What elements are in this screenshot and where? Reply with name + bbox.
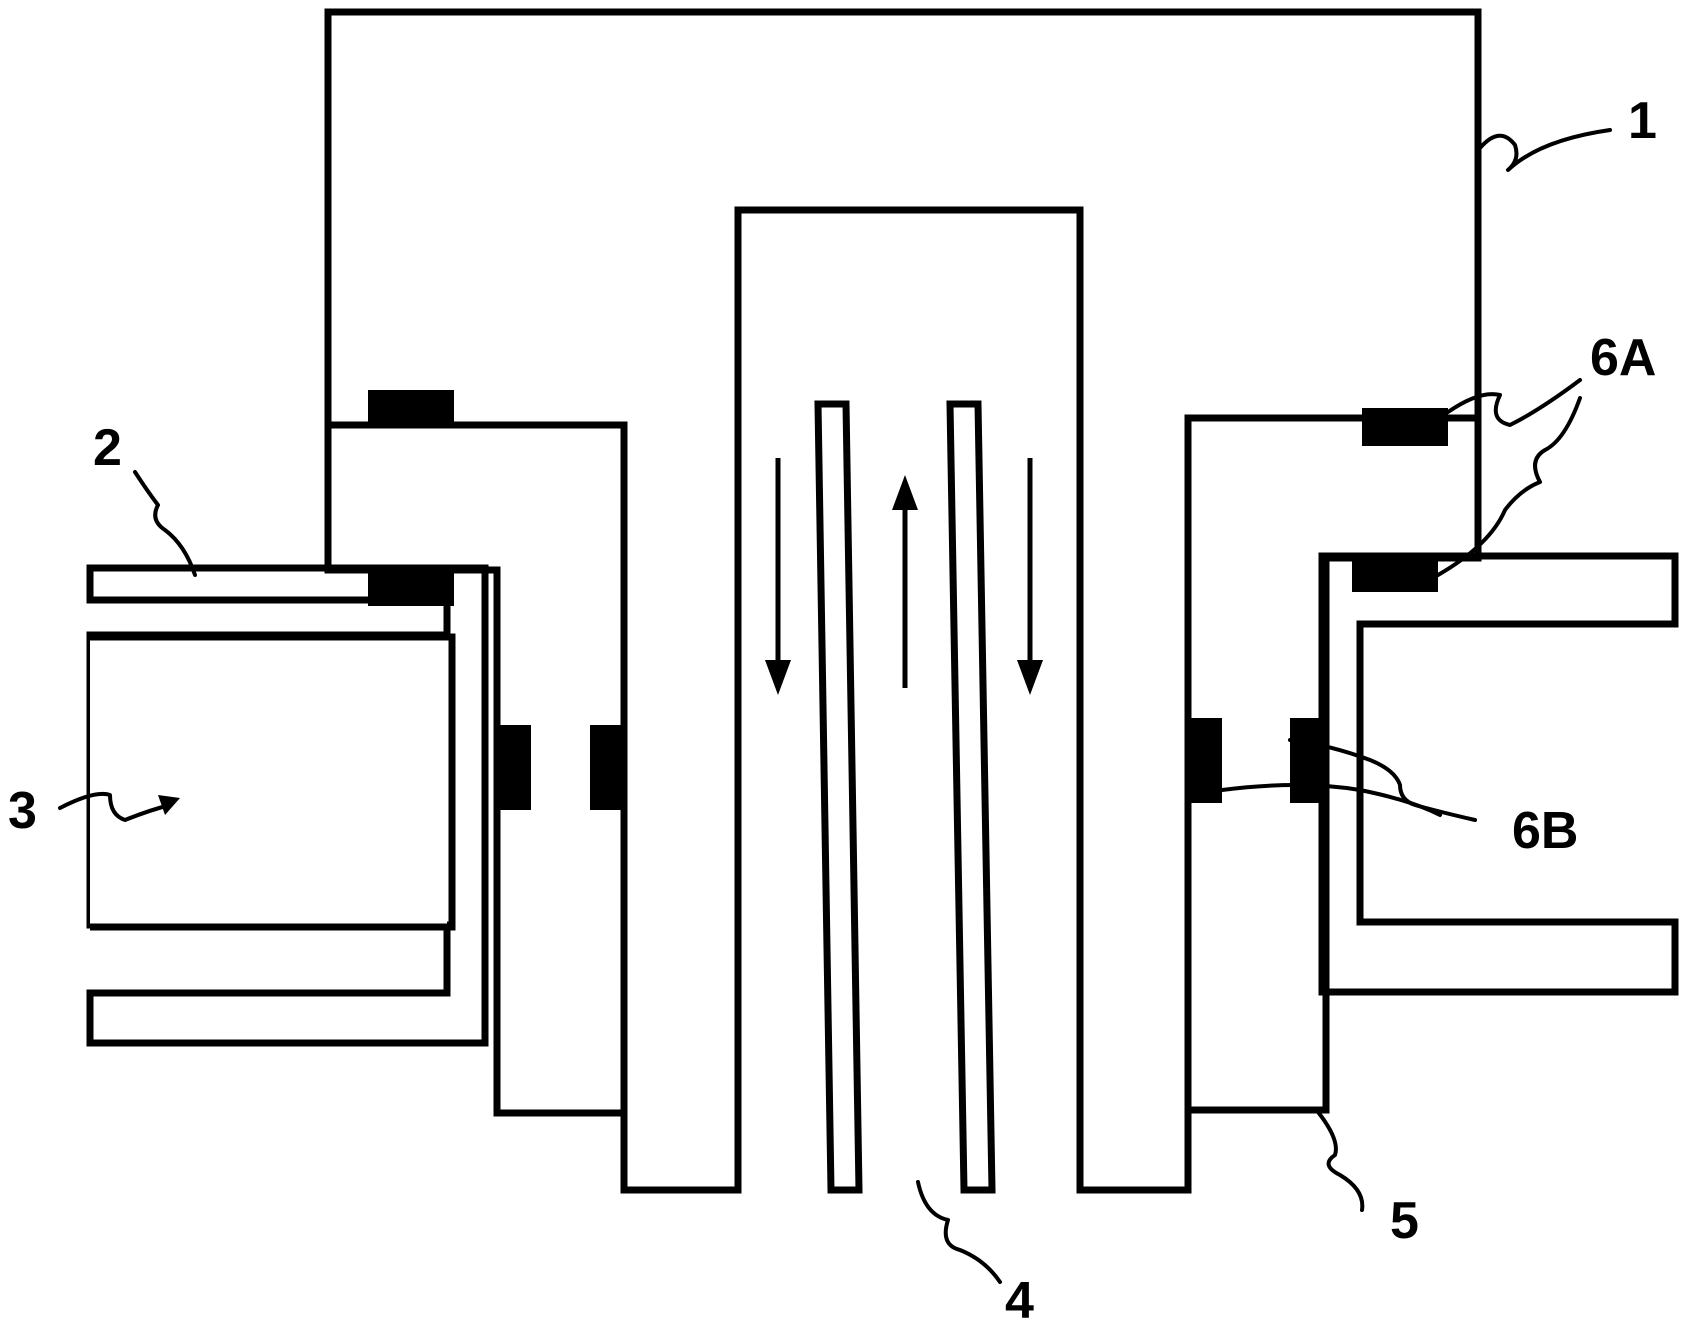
leader-6b-outer	[1288, 738, 1477, 822]
seal-6b-left-outer	[497, 725, 531, 810]
seal-6b-left-inner	[590, 725, 624, 810]
seal-6a-left-pipe	[368, 570, 454, 606]
seal-6a-left-top	[368, 390, 454, 428]
inner-tube-right-wall	[946, 400, 996, 1194]
label-part-4: 4	[1005, 1272, 1034, 1326]
label-part-6a: 6A	[1590, 329, 1656, 387]
leader-6a-lower	[1436, 396, 1582, 577]
label-part-6b: 6B	[1512, 802, 1578, 860]
label-part-5: 5	[1390, 1192, 1419, 1250]
pipe-right	[1318, 552, 1679, 996]
flow-arrow-up-center	[892, 475, 918, 688]
flow-arrow-down-right	[1017, 458, 1043, 695]
leader-3-arrowhead	[158, 795, 180, 815]
leader-1	[1478, 128, 1612, 172]
leader-5	[1316, 1110, 1365, 1212]
label-part-2: 2	[93, 419, 122, 477]
leader-3	[58, 791, 172, 822]
seal-6b-right-inner	[1188, 718, 1222, 803]
leader-6a-upper	[1446, 378, 1582, 427]
pipe-left-passage	[90, 637, 447, 925]
label-part-1: 1	[1628, 92, 1657, 150]
inner-tube-left-wall	[814, 400, 863, 1194]
label-part-3: 3	[8, 782, 37, 840]
leader-4	[916, 1180, 1002, 1284]
seal-6a-right-pipe	[1352, 556, 1438, 592]
flow-arrow-down-left	[765, 458, 791, 695]
seal-6a-right-top	[1362, 408, 1448, 446]
seal-6b-right-outer	[1290, 718, 1324, 803]
adapter-left	[324, 421, 628, 1117]
leader-2	[133, 470, 197, 577]
adapter-right	[1184, 414, 1482, 1114]
